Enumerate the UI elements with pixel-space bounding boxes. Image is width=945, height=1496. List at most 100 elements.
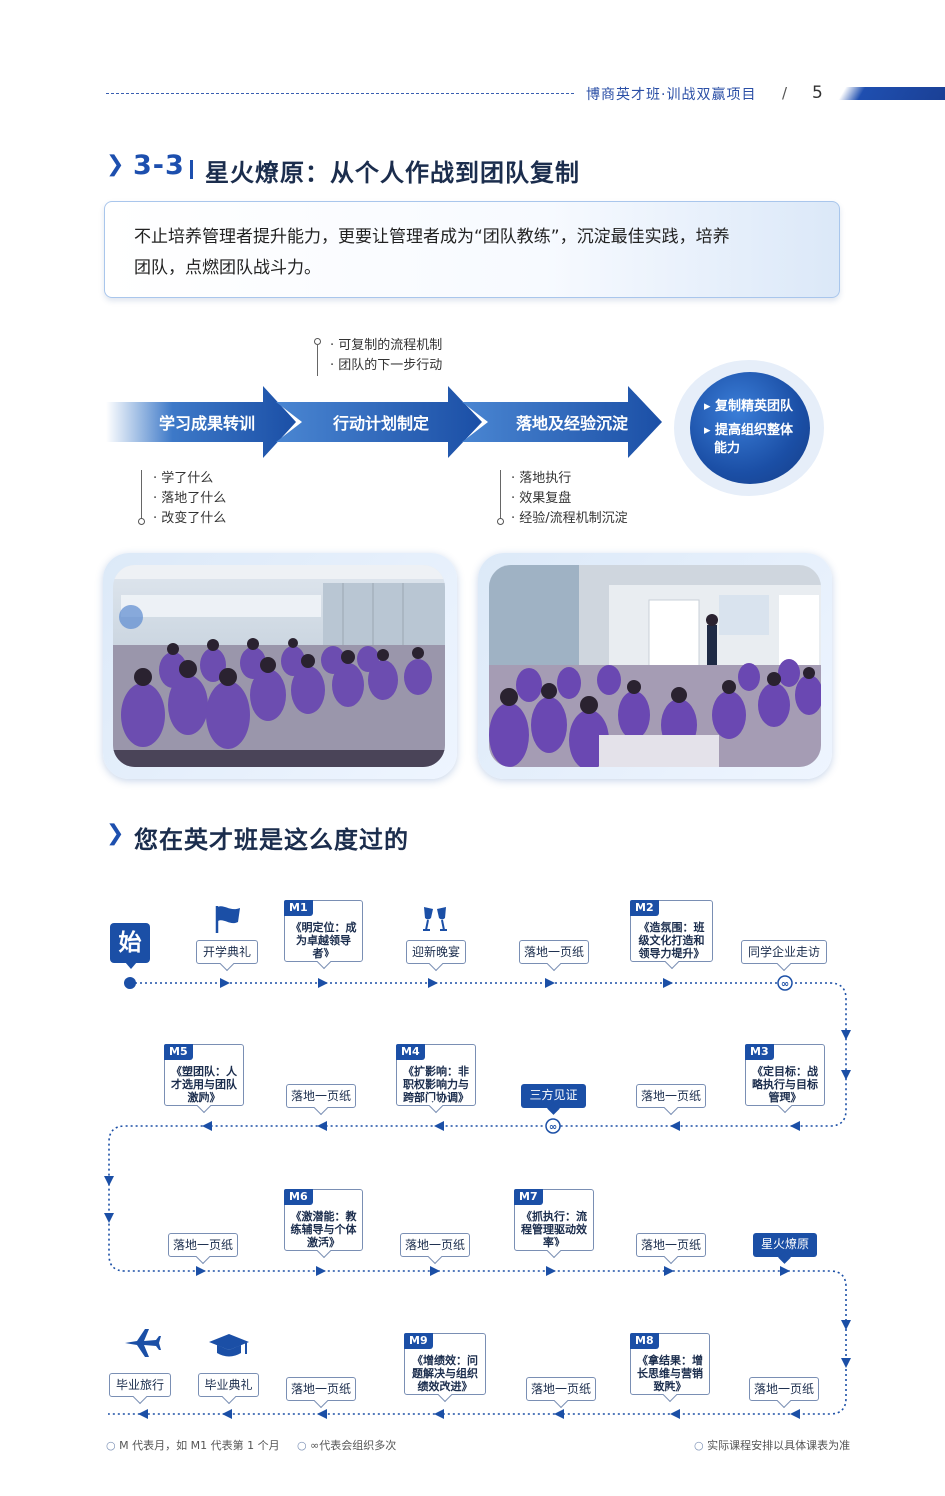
module-m3: M3 《定目标：战略执行与目标管理》 — [745, 1044, 825, 1106]
note-line — [141, 470, 142, 520]
module-m6: M6 《激潜能：教练辅导与个体激活》 — [284, 1189, 363, 1251]
classroom-photo-right — [489, 565, 821, 767]
intro-line-2: 团队，点燃团队战斗力。 — [134, 258, 321, 278]
event-one-page: 落地一页纸 — [526, 1377, 596, 1401]
left-note-3: · 改变了什么 — [153, 511, 227, 526]
left-note-1: · 学了什么 — [153, 471, 214, 486]
right-notes: · 落地执行 · 效果复盘 · 经验/流程机制沉淀 — [511, 469, 628, 529]
flow-arrow-1 — [106, 386, 296, 458]
graduation-cap-icon — [209, 1334, 249, 1357]
section-title: 星火燎原：从个人作战到团队复制 — [205, 159, 580, 187]
chevron-right-icon: ❯ — [106, 152, 125, 177]
module-text: 《拿结果：增长思维与营销致胜》 — [637, 1354, 703, 1393]
module-tag: M2 — [630, 900, 659, 916]
top-note-2: · 团队的下一步行动 — [330, 358, 443, 373]
event-graduation-trip: 毕业旅行 — [109, 1373, 171, 1397]
timeline-start-dot — [124, 977, 136, 989]
footnote-right-text: 实际课程安排以具体课表为准 — [707, 1439, 851, 1452]
module-tag: M9 — [404, 1333, 433, 1349]
intro-text: 不止培养管理者提升能力，更要让管理者成为“团队教练”，沉淀最佳实践，培养 团队，… — [134, 222, 814, 284]
left-note-2: · 落地了什么 — [153, 491, 227, 506]
event-one-page: 落地一页纸 — [400, 1233, 470, 1257]
airplane-icon — [125, 1329, 161, 1357]
infinity-icon: ∞ — [545, 1118, 561, 1134]
top-notes: · 可复制的流程机制 · 团队的下一步行动 — [330, 336, 442, 376]
left-notes: · 学了什么 · 落地了什么 · 改变了什么 — [153, 469, 226, 529]
module-m5: M5 《塑团队：人才选用与团队激励》 — [164, 1044, 244, 1106]
flow-arrow-3 — [462, 386, 662, 458]
module-tag: M4 — [396, 1044, 425, 1060]
module-text: 《激潜能：教练辅导与个体激活》 — [290, 1210, 357, 1249]
event-one-page: 落地一页纸 — [519, 940, 589, 964]
module-m9: M9 《增绩效：问题解决与组织绩效改进》 — [404, 1333, 486, 1395]
module-text: 《塑团队：人才选用与团队激励》 — [171, 1065, 237, 1104]
right-note-2: · 效果复盘 — [511, 491, 572, 506]
infinity-icon: ∞ — [777, 975, 793, 991]
event-opening-ceremony: 开学典礼 — [196, 940, 258, 964]
footnote-right: ○ 实际课程安排以具体课表为准 — [694, 1439, 851, 1452]
event-one-page: 落地一页纸 — [286, 1377, 356, 1401]
event-tripartite-witness: 三方见证 — [521, 1084, 586, 1108]
module-tag: M1 — [284, 900, 313, 916]
module-m2: M2 《造氛围：班级文化打造和领导力提升》 — [630, 900, 713, 962]
note-line — [317, 344, 318, 376]
event-one-page: 落地一页纸 — [636, 1084, 706, 1108]
event-company-visit: 同学企业走访 — [741, 940, 827, 964]
event-one-page: 落地一页纸 — [749, 1377, 819, 1401]
header-slash: / — [782, 84, 788, 102]
intro-line-1: 不止培养管理者提升能力，更要让管理者成为“团队教练”，沉淀最佳实践，培养 — [134, 227, 730, 247]
module-text: 《明定位：成为卓越领导者》 — [290, 921, 357, 960]
section-number: 3-3 — [133, 150, 185, 181]
flow-arrows — [106, 386, 662, 458]
module-m1: M1 《明定位：成为卓越领导者》 — [284, 900, 363, 962]
note-dot — [138, 518, 145, 525]
module-tag: M3 — [745, 1044, 774, 1060]
event-spark-fire: 星火燎原 — [753, 1233, 817, 1257]
cheers-glasses-icon — [423, 907, 447, 931]
result-line-2: ▸ 提高组织整体 — [704, 423, 794, 438]
event-one-page: 落地一页纸 — [168, 1233, 238, 1257]
chevron-right-icon: ❯ — [106, 821, 125, 846]
svg-text:∞: ∞ — [549, 1122, 557, 1133]
flag-icon — [215, 906, 240, 933]
start-badge-pointer — [125, 962, 137, 969]
classroom-photo-left — [113, 565, 445, 767]
event-one-page: 落地一页纸 — [636, 1233, 706, 1257]
footnote-left-text: M 代表月，如 M1 代表第 1 个月 — [119, 1439, 280, 1452]
header-dashed-line — [106, 93, 574, 94]
start-badge: 始 — [110, 923, 150, 963]
flow-step-2: 行动计划制定 — [333, 414, 430, 433]
note-line — [500, 470, 501, 520]
right-note-1: · 落地执行 — [511, 471, 572, 486]
module-tag: M8 — [630, 1333, 659, 1349]
module-m8: M8 《拿结果：增长思维与营销致胜》 — [630, 1333, 710, 1395]
module-tag: M7 — [514, 1189, 543, 1205]
intro-box — [104, 201, 840, 298]
footnote-middle: ○ ∞代表会组织多次 — [297, 1439, 397, 1452]
svg-text:∞: ∞ — [781, 979, 789, 990]
footnote-left: ○ M 代表月，如 M1 代表第 1 个月 — [106, 1439, 280, 1452]
result-line-1: ▸ 复制精英团队 — [704, 399, 794, 414]
result-circle — [690, 372, 810, 484]
section-divider — [190, 160, 193, 179]
header-title: 博商英才班·训战双赢项目 — [586, 87, 757, 103]
module-tag: M5 — [164, 1044, 193, 1060]
classroom-photo-left-image — [113, 565, 445, 767]
right-note-3: · 经验/流程机制沉淀 — [511, 511, 628, 526]
module-tag: M6 — [284, 1189, 313, 1205]
result-line-3: 能力 — [714, 441, 741, 456]
module-text: 《造氛围：班级文化打造和领导力提升》 — [638, 921, 705, 960]
note-dot — [497, 518, 504, 525]
module-text: 《扩影响：非职权影响力与跨部门协调》 — [403, 1065, 469, 1104]
event-one-page: 落地一页纸 — [286, 1084, 356, 1108]
event-graduation-ceremony: 毕业典礼 — [198, 1373, 259, 1397]
result-text: ▸ 复制精英团队 ▸ 提高组织整体 能力 — [704, 398, 793, 458]
module-text: 《抓执行：流程管理驱动效率》 — [521, 1210, 587, 1249]
footnote-middle-text: ∞代表会组织多次 — [310, 1439, 397, 1452]
module-m7: M7 《抓执行：流程管理驱动效率》 — [514, 1189, 594, 1251]
page-number: 5 — [812, 83, 823, 103]
event-welcome-dinner: 迎新晚宴 — [406, 940, 466, 964]
timeline-section-title: 您在英才班是这么度过的 — [134, 826, 409, 854]
module-text: 《定目标：战略执行与目标管理》 — [752, 1065, 818, 1104]
